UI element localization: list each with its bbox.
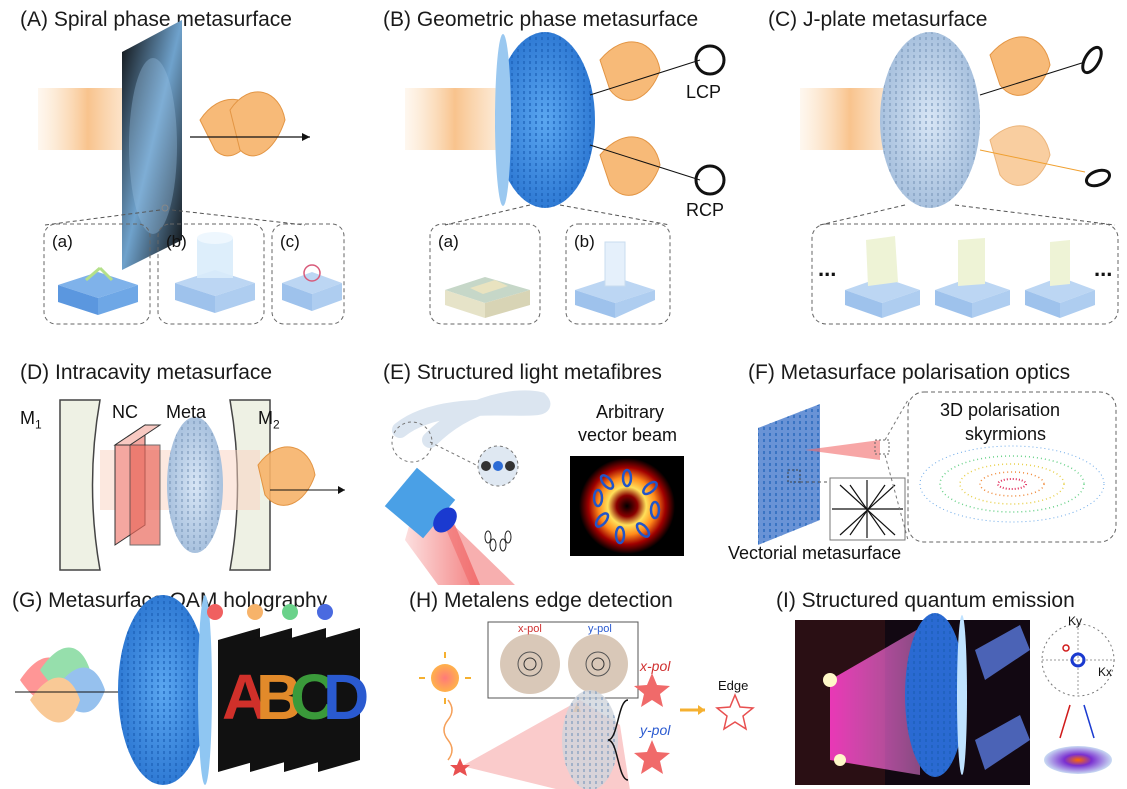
- nc-label: NC: [112, 402, 138, 422]
- y-pol-image: [568, 634, 628, 694]
- hologram-screens: [218, 628, 360, 772]
- spiral-phase-plate: [122, 20, 182, 270]
- panel-g-drawing: [15, 595, 360, 785]
- edge-star: [715, 693, 755, 731]
- fibre: [392, 390, 551, 448]
- skyrmion-label-2: skyrmions: [965, 424, 1047, 444]
- panel-c-title: (C) J-plate metasurface: [768, 8, 988, 31]
- multiplexed-oam-beam: [20, 647, 105, 723]
- inset-label-b: (b): [574, 232, 595, 251]
- meta-label: Meta: [166, 402, 207, 422]
- mirror-m1-label: M1: [20, 408, 42, 432]
- hologram-letter-a: A: [222, 661, 269, 733]
- y-pol-small-label: y-pol: [588, 623, 612, 635]
- x-pol-small-label: x-pol: [518, 623, 542, 635]
- x-pol-star: [634, 673, 670, 707]
- mirror-m1: [59, 399, 101, 571]
- panel-d-drawing: [59, 399, 345, 571]
- oam-beam-helix: [199, 91, 286, 157]
- inset-label-c: (c): [280, 232, 300, 251]
- input-beam: [38, 88, 138, 150]
- panel-c-drawing: [800, 32, 1119, 325]
- elliptical-polarisation-icon: [1081, 45, 1103, 75]
- hologram-letter-d: D: [323, 661, 370, 733]
- emitter-bowl: [1044, 746, 1112, 774]
- panel-i-title: (I) Structured quantum emission: [776, 589, 1075, 612]
- skyrmion-label-1: 3D polarisation: [940, 400, 1061, 420]
- inset-label-a: (a): [52, 232, 73, 251]
- x-pol-label: x-pol: [640, 658, 671, 674]
- y-pol-star: [634, 740, 670, 774]
- lcp-label: LCP: [686, 82, 722, 102]
- vector-beam-label: vector beam: [578, 425, 678, 445]
- panel-b-title: (B) Geometric phase metasurface: [383, 8, 699, 31]
- ellipsis-left: ...: [818, 256, 837, 281]
- kx-label: Kx: [1098, 665, 1113, 679]
- ky-label: Ky: [1068, 614, 1083, 628]
- vectorial-metasurface-label: Vectorial metasurface: [728, 543, 902, 563]
- light-source-icon: [431, 664, 459, 692]
- panel-b-drawing: [405, 32, 726, 325]
- y-pol-label: y-pol: [640, 722, 671, 738]
- panel-i-drawing: [795, 612, 1120, 785]
- rcp-label: RCP: [686, 200, 725, 220]
- inset-label-a: (a): [438, 232, 459, 251]
- rcp-circle-icon: [694, 164, 726, 196]
- panel-e-title: (E) Structured light metafibres: [383, 361, 662, 384]
- panel-d-title: (D) Intracavity metasurface: [20, 361, 273, 384]
- panel-h-drawing: [419, 621, 755, 789]
- panel-f-drawing: [758, 391, 1117, 545]
- x-pol-image: [500, 634, 560, 694]
- panel-h-title: (H) Metalens edge detection: [409, 589, 673, 612]
- hologram-letter-b: B: [256, 661, 303, 733]
- panel-e-drawing: [384, 390, 684, 585]
- inset-label-b: (b): [166, 232, 187, 251]
- panel-f-title: (F) Metasurface polarisation optics: [748, 361, 1071, 384]
- ellipsis-right: ...: [1094, 256, 1113, 281]
- skyrmion-field: [919, 445, 1105, 523]
- brace: [607, 699, 629, 781]
- hologram-letter-c: C: [290, 661, 337, 733]
- panel-a-title: (A) Spiral phase metasurface: [20, 8, 292, 31]
- elliptical-polarisation-icon: [1084, 168, 1112, 188]
- panel-a-drawing: [38, 20, 345, 325]
- object-star: [450, 758, 470, 776]
- arbitrary-label: Arbitrary: [596, 402, 665, 422]
- mirror-m2-label: M2: [258, 408, 280, 432]
- lcp-circle-icon: [694, 44, 726, 76]
- edge-label: Edge: [718, 678, 749, 693]
